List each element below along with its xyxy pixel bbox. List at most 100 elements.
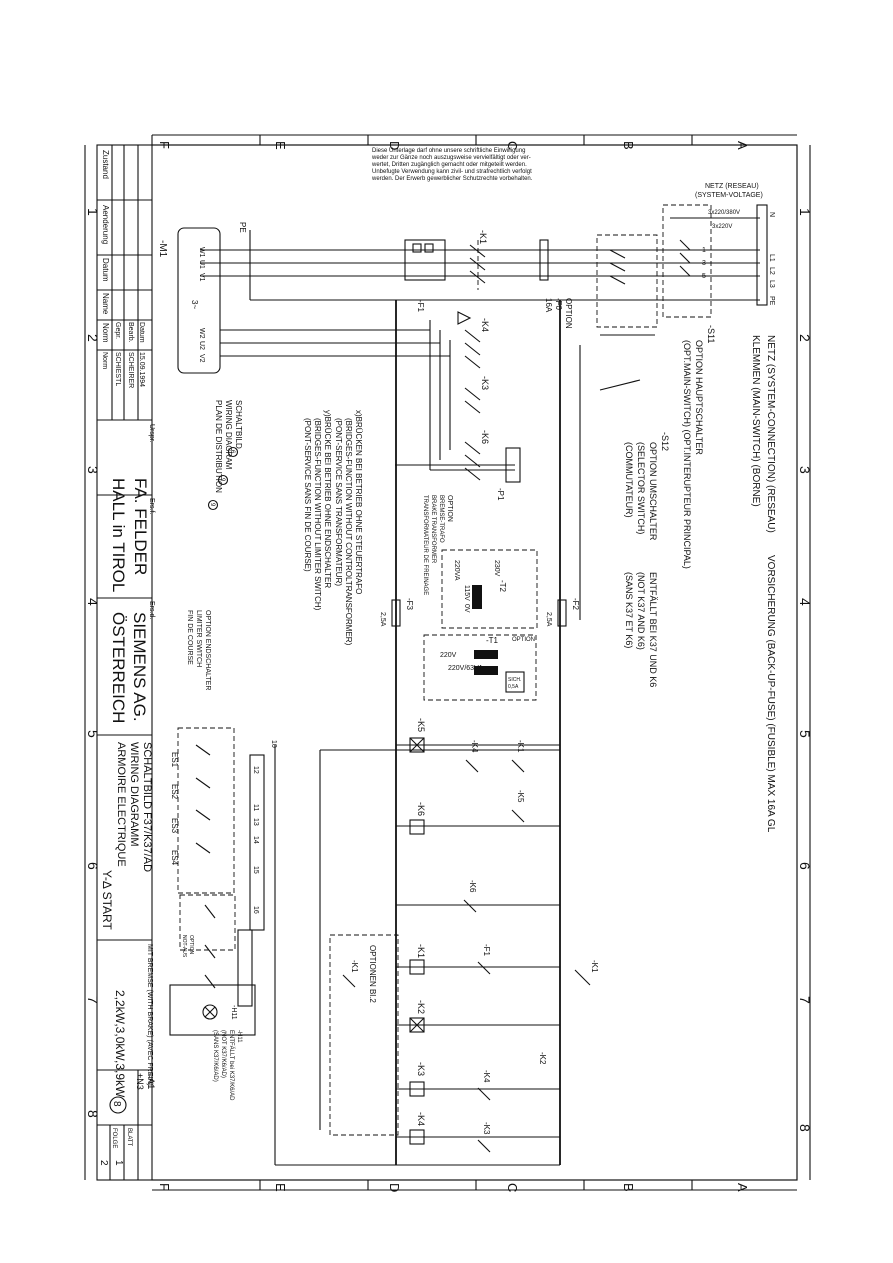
col-number: 8 bbox=[797, 1124, 813, 1132]
motor-m1: -M1 W1 U1 V1 3~ W2 U2 V2 PE bbox=[157, 222, 450, 374]
notice-line: Diese Unterlage darf ohne unsere schrift… bbox=[372, 148, 525, 154]
company-line: ÖSTERREICH bbox=[109, 612, 128, 723]
t1-option: OPTION bbox=[512, 637, 535, 643]
p1-label: -P1 bbox=[496, 488, 505, 501]
note-vorsicherung: VORSICHERUNG (BACK-UP-FUSE) (FUSIBLE) MA… bbox=[765, 555, 776, 833]
supply-label2: (SYSTEM-VOLTAGE) bbox=[695, 192, 763, 199]
terminal-11: 11 bbox=[252, 804, 259, 811]
k6-coil-label: -K6 bbox=[416, 802, 426, 816]
terminal-strip-bottom: 10 11 12 13 14 15 16 bbox=[249, 740, 277, 931]
x-note: x)BRÜCKEN BEI BETRIEB OHNE STEUERTRAFO bbox=[354, 410, 363, 594]
title-line: Y-Δ START bbox=[100, 870, 114, 930]
rev-label-aenderung: Aenderung bbox=[101, 205, 110, 244]
note-s11: OPTION HAUPTSCHALTER bbox=[694, 340, 704, 455]
blatt-label: BLATT bbox=[126, 1128, 132, 1147]
t1-va: 220V/63VA bbox=[448, 665, 483, 672]
customer-line: FA. FELDER bbox=[131, 478, 150, 575]
f1-overload: -F1 bbox=[404, 239, 446, 313]
lamp-icon bbox=[202, 1004, 218, 1020]
ident-n3: +N3 bbox=[135, 1073, 145, 1090]
terminal-13: 13 bbox=[252, 818, 259, 826]
h11-label: -H11 bbox=[230, 1005, 237, 1020]
f0-option: OPTION bbox=[564, 298, 573, 329]
title-line: WIRING DIAGRAMM bbox=[128, 742, 140, 847]
motor-label: -M1 bbox=[157, 240, 168, 258]
col-number: 1 bbox=[85, 208, 101, 216]
wire-num: 3 bbox=[702, 260, 706, 267]
row-letter: D bbox=[387, 1183, 402, 1192]
ref-circle bbox=[217, 474, 229, 486]
terminal-14: 14 bbox=[252, 836, 259, 844]
title-line: SCHALTBILD F37/K37/AD bbox=[141, 742, 153, 872]
col-number: 3 bbox=[797, 466, 813, 474]
es3-label: ES3 bbox=[170, 818, 179, 834]
col-number: 8 bbox=[85, 1110, 101, 1118]
field-label-datum: Datum bbox=[138, 322, 145, 343]
sheet-ref: 8 bbox=[111, 1101, 122, 1107]
k5-contact-label: -K5 bbox=[516, 790, 525, 803]
t2-label: -T2 bbox=[498, 580, 507, 593]
transformer-t1: -T1 220V 220V/63VA OPTION SICH. 0,5A bbox=[423, 634, 537, 701]
supply-label: NETZ (RESEAU) bbox=[705, 183, 759, 190]
col-number: 2 bbox=[797, 334, 813, 342]
option-endschalter: FIN DE COURSE bbox=[186, 610, 193, 665]
subtitle-line: 2,2kW,3,0kW,3,9kW bbox=[113, 990, 127, 1098]
subtitle-line: MIT BREMSE (WITH BRAKE) (AVEC FREIN) bbox=[146, 944, 153, 1086]
option-bremse: BRAKE TRANSFORMER bbox=[430, 495, 436, 564]
f0-fuse: -F0 16A OPTION bbox=[533, 239, 573, 329]
field-label-gepr: Gepr. bbox=[114, 322, 121, 339]
control-circuit: -K5 -K4 -K1 -K6 -K5 -K6 -K1 -F1 -K1 -K2 … bbox=[329, 718, 599, 1153]
rev-label-zustand: Zustand bbox=[101, 150, 110, 179]
schaltbild-ref: 9 bbox=[209, 503, 215, 507]
row-letter: F bbox=[157, 1183, 172, 1191]
terminal-strip-top bbox=[756, 204, 768, 306]
note-s12: (COMMUTATEUR) bbox=[624, 442, 634, 518]
terminal-pe: PE bbox=[768, 296, 775, 306]
es4-label: ES4 bbox=[170, 850, 179, 866]
notes-left: x)BRÜCKEN BEI BETRIEB OHNE STEUERTRAFO (… bbox=[186, 400, 453, 690]
h11-note: (NOT K37/K6/AD) bbox=[220, 1030, 226, 1078]
option-bremse: TRANSFORMATEUR DE FREINAGE bbox=[422, 495, 428, 595]
row-letter: A bbox=[735, 141, 750, 150]
k5-coil-label: -K5 bbox=[416, 718, 426, 732]
title-line: ARMOIRE ELECTRIQUE bbox=[115, 742, 127, 867]
f1-contact-label: -F1 bbox=[482, 944, 491, 957]
f2-rating: 2,5A bbox=[545, 612, 552, 627]
ref-circle bbox=[227, 446, 239, 458]
x-note: (BRIDGES-FUNCTION WITHOUT CONTROLTRANSFO… bbox=[344, 418, 353, 646]
notice-line: wertet, Dritten zugänglich gemacht oder … bbox=[371, 162, 527, 168]
col-number: 3 bbox=[85, 466, 101, 474]
terminal-15: 15 bbox=[252, 866, 259, 874]
es1-label: ES1 bbox=[170, 752, 179, 768]
motor-term: U2 bbox=[198, 341, 205, 350]
customer-line: HALL in TIROL bbox=[109, 478, 128, 592]
star-delta-contactors: -K4 -K3 -K6 bbox=[395, 311, 515, 481]
note-entfallt: ENTFÄLLT BEI K37 UND K6 bbox=[648, 572, 658, 687]
schaltbild-note: SCHALTBILD bbox=[234, 400, 243, 449]
k2-coil-label: -K2 bbox=[416, 1000, 426, 1014]
p1-brake: -P1 bbox=[496, 447, 521, 501]
k1-coil-label: -K1 bbox=[416, 944, 426, 958]
motor-term: W2 bbox=[198, 328, 205, 339]
k3-coil-label: -K3 bbox=[416, 1062, 426, 1076]
y-note: y)BRÜCKE BEI BETRIEB OHNE ENDSCHALTER bbox=[323, 410, 332, 588]
row-letter: E bbox=[273, 141, 288, 150]
row-letter: C bbox=[505, 1183, 520, 1192]
f3-rating: 2,5A bbox=[379, 612, 386, 627]
ursp-label: Urspr. bbox=[148, 424, 155, 443]
terminal-16: 16 bbox=[252, 906, 259, 914]
motor-term: U1 bbox=[198, 260, 205, 269]
folge-value: 2 bbox=[98, 1160, 109, 1166]
option-bremse: OPTION bbox=[446, 495, 453, 522]
col-number: 1 bbox=[797, 208, 813, 216]
col-number: 2 bbox=[85, 334, 101, 342]
f0-rating: 16A bbox=[544, 298, 553, 313]
power-buses bbox=[200, 217, 760, 301]
row-letter: D bbox=[387, 141, 402, 150]
k3-contact-label: -K3 bbox=[482, 1122, 491, 1135]
schaltbild-ref: 6 bbox=[229, 450, 235, 454]
ersd-label: Ers.d. bbox=[148, 601, 155, 619]
t1-label: -T1 bbox=[486, 636, 499, 645]
k1-contact-label: -K1 bbox=[516, 740, 525, 753]
k3-label: -K3 bbox=[480, 376, 490, 390]
